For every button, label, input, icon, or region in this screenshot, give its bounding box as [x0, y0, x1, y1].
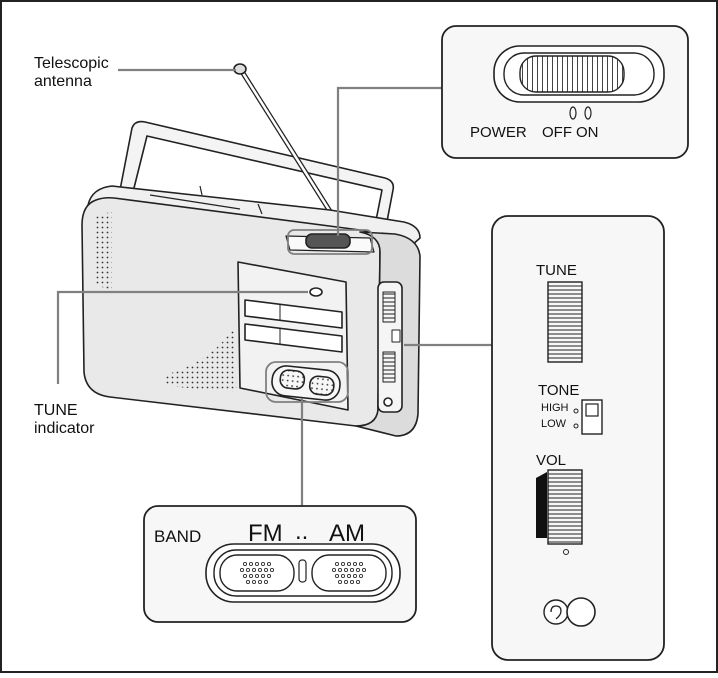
- side-control-panel: [491, 215, 665, 661]
- fm-button[interactable]: [219, 554, 295, 592]
- am-button[interactable]: [311, 554, 387, 592]
- tune-indicator-label-line1: TUNE: [34, 402, 78, 419]
- fm-button-dots: [239, 561, 275, 585]
- tune-label: TUNE: [536, 262, 577, 279]
- antenna-label-line2: antenna: [34, 73, 92, 91]
- callout-lines: [56, 68, 492, 506]
- speaker-grille-bottom: [165, 325, 237, 392]
- band-fm-label: FM: [248, 520, 283, 547]
- band-am-label: AM: [329, 520, 365, 547]
- band-panel: [143, 505, 417, 623]
- tune-indicator-label: TUNE indicator: [34, 402, 94, 439]
- power-highlight: [287, 229, 373, 255]
- radio-illustration: [81, 63, 421, 437]
- antenna-label-line1: Telescopic: [34, 55, 109, 72]
- earphone-jack-icon: [566, 597, 596, 627]
- earphone-symbol-icon: [543, 599, 569, 625]
- power-on-label: ON: [576, 124, 599, 141]
- power-label: POWER: [470, 124, 527, 141]
- volume-dial[interactable]: [547, 469, 583, 545]
- band-label: BAND: [154, 527, 202, 546]
- volume-wedge-icon: [536, 472, 547, 538]
- power-off-label: OFF: [542, 124, 572, 141]
- antenna-label: Telescopic antenna: [34, 55, 109, 92]
- band-highlight: [265, 361, 349, 403]
- speaker-grille-left: [95, 212, 112, 290]
- vol-label: VOL: [536, 452, 567, 469]
- tone-high-label: HIGH: [541, 402, 569, 414]
- tone-label: TONE: [538, 382, 580, 399]
- band-dots-label: ..: [295, 518, 309, 545]
- tune-indicator-label-line2: indicator: [34, 420, 95, 438]
- tone-low-label: LOW: [541, 418, 567, 430]
- am-button-dots: [331, 561, 367, 585]
- tune-dial[interactable]: [547, 281, 583, 363]
- power-panel: [441, 25, 689, 159]
